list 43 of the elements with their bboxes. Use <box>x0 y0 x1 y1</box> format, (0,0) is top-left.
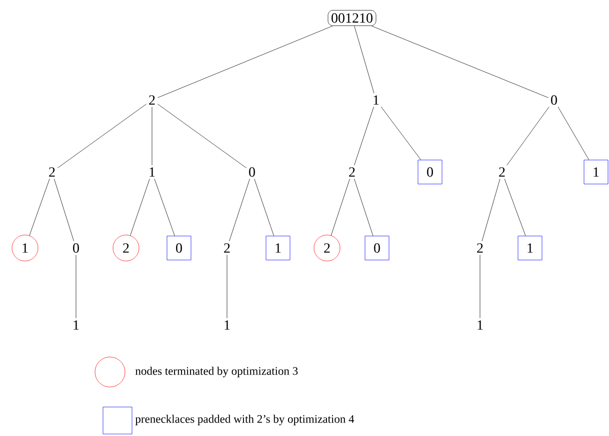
tree-node-label: 0 <box>551 95 557 105</box>
tree-edge <box>354 178 374 236</box>
tree-edge <box>380 106 422 160</box>
tree-node-label: 1 <box>74 320 79 330</box>
tree-node-label: 1 <box>478 320 483 330</box>
legend-text: prenecklaces padded with 2’s by optimization 4 <box>135 414 354 426</box>
tree-node-label: 0 <box>249 167 255 177</box>
tree-edge <box>226 254 228 318</box>
tree-edge <box>229 178 250 242</box>
tree-edge <box>254 178 274 236</box>
tree-node-label: 1 <box>374 95 379 105</box>
tree-edge <box>158 26 333 98</box>
tree-edge <box>58 104 146 168</box>
padded-prenecklace-box: 1 <box>266 236 290 260</box>
tree-edge <box>371 26 548 98</box>
tree-node-label: 2 <box>349 167 355 177</box>
tree-node-label: 2 <box>149 95 155 105</box>
tree-node-label: 1 <box>150 167 155 177</box>
tree-edge <box>504 178 526 236</box>
tree-edge <box>330 178 350 236</box>
tree-edge <box>154 178 175 236</box>
tree-node-label: 2 <box>499 167 505 177</box>
tree-node-label: 0 <box>73 243 79 253</box>
tree-node-label: 2 <box>224 243 230 253</box>
padded-prenecklace-box: 0 <box>418 160 442 184</box>
root-box: 001210 <box>328 10 376 26</box>
tree-edge <box>54 178 74 242</box>
padded-prenecklace-box: 0 <box>166 236 192 260</box>
tree-edge <box>482 178 500 242</box>
legend-text: nodes terminated by optimization 3 <box>135 366 298 378</box>
padded-prenecklace-box: 0 <box>364 236 390 260</box>
tree-edge <box>29 178 50 236</box>
tree-edge <box>354 26 374 94</box>
padded-prenecklace-box: 1 <box>518 236 542 260</box>
tree-node-label: 2 <box>49 167 55 177</box>
padded-prenecklace-box: 1 <box>584 160 608 184</box>
tree-edge <box>158 104 246 168</box>
tree-node-label: 2 <box>477 243 483 253</box>
tree-edge <box>354 106 374 166</box>
tree-edge <box>130 178 150 236</box>
tree-edge <box>506 106 550 166</box>
tree-node-label: 1 <box>224 320 230 330</box>
tree-edge <box>558 106 590 160</box>
